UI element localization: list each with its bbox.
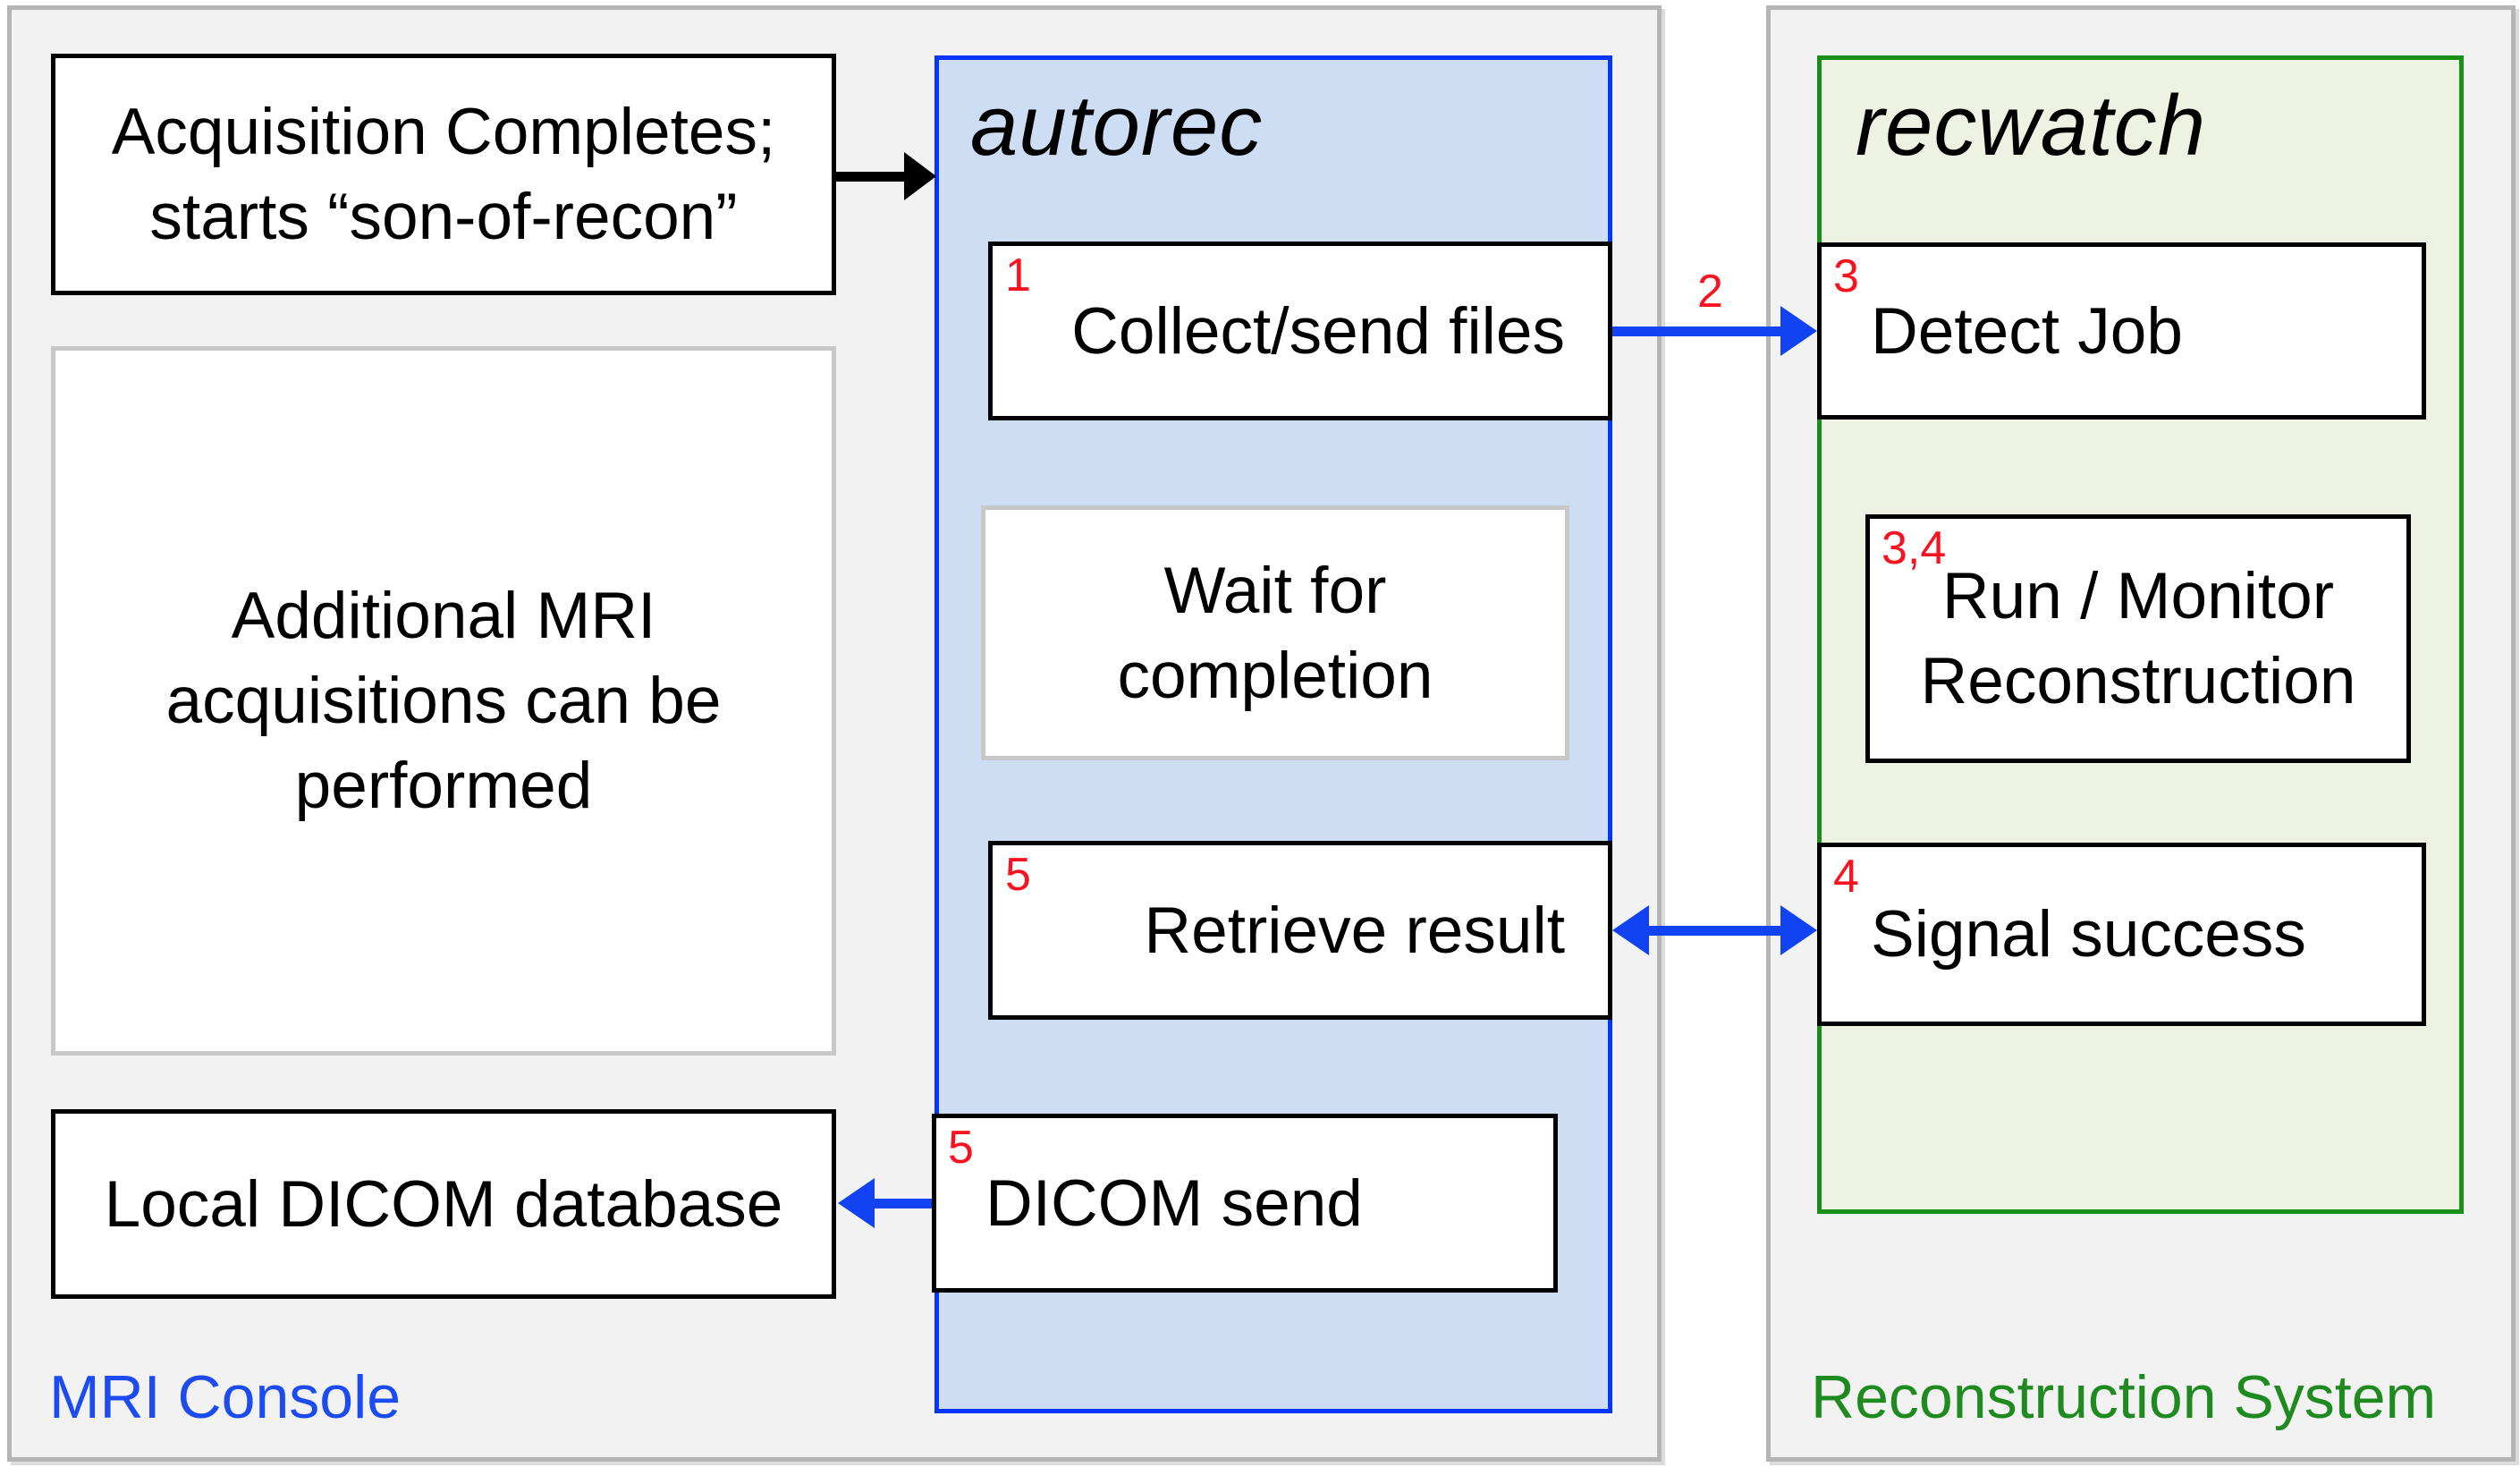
wait-line2: completion <box>1117 639 1433 712</box>
arrow-head-icon <box>838 1178 875 1228</box>
arrow-shaft <box>1645 926 1784 936</box>
local-dicom-database-box: Local DICOM database <box>51 1109 836 1299</box>
arrow-head-icon <box>904 152 936 200</box>
retrieve-result-box: Retrieve result <box>988 841 1612 1020</box>
signal-step-number: 4 <box>1833 851 1859 903</box>
acquisition-line2: starts “son-of-recon” <box>149 181 738 253</box>
dicom-send-step-number: 5 <box>948 1122 974 1174</box>
acquisition-completes-box: Acquisition Completes; starts “son-of-re… <box>51 54 836 295</box>
additional-acquisitions-box: Additional MRI acquisitions can be perfo… <box>51 346 836 1056</box>
collect-step-number: 1 <box>1005 250 1031 301</box>
autorec-title: autorec <box>970 78 1264 174</box>
arrow-head-right-icon <box>1780 905 1817 955</box>
additional-line1: Additional MRI <box>231 580 656 652</box>
arrow-head-left-icon <box>1612 905 1649 955</box>
wait-for-completion-box: Wait for completion <box>981 505 1569 760</box>
dicom-send-label: DICOM send <box>985 1166 1363 1240</box>
arrow-shaft <box>871 1199 932 1208</box>
arrow-shaft <box>1612 326 1783 336</box>
detect-job-label: Detect Job <box>1871 294 2183 368</box>
collect-send-files-label: Collect/send files <box>1071 294 1565 368</box>
local-dicom-database-label: Local DICOM database <box>104 1167 783 1241</box>
additional-line3: performed <box>294 750 593 822</box>
wait-line1: Wait for <box>1163 554 1387 627</box>
detect-job-box: Detect Job <box>1817 242 2426 420</box>
dicom-send-box: DICOM send <box>932 1114 1558 1293</box>
mri-console-label: MRI Console <box>49 1363 402 1431</box>
run-monitor-line2: Reconstruction <box>1920 645 2356 717</box>
reconstruction-system-label: Reconstruction System <box>1811 1363 2437 1431</box>
run-monitor-line1: Run / Monitor <box>1941 560 2335 632</box>
step-2-label: 2 <box>1697 266 1723 318</box>
arrow-head-icon <box>1780 306 1817 356</box>
retrieve-step-number: 5 <box>1005 849 1031 901</box>
collect-send-files-box: Collect/send files <box>988 242 1612 420</box>
run-monitor-reconstruction-box: Run / Monitor Reconstruction <box>1865 514 2411 763</box>
acquisition-line1: Acquisition Completes; <box>111 96 776 168</box>
run-monitor-step-number: 3,4 <box>1882 522 1947 574</box>
signal-success-box: Signal success <box>1817 843 2426 1026</box>
signal-success-label: Signal success <box>1871 898 2306 971</box>
arrow-shaft <box>836 172 908 182</box>
detect-step-number: 3 <box>1833 250 1859 302</box>
retrieve-result-label: Retrieve result <box>1144 894 1565 967</box>
additional-line2: acquisitions can be <box>165 665 722 737</box>
recwatch-title: recwatch <box>1856 78 2207 174</box>
